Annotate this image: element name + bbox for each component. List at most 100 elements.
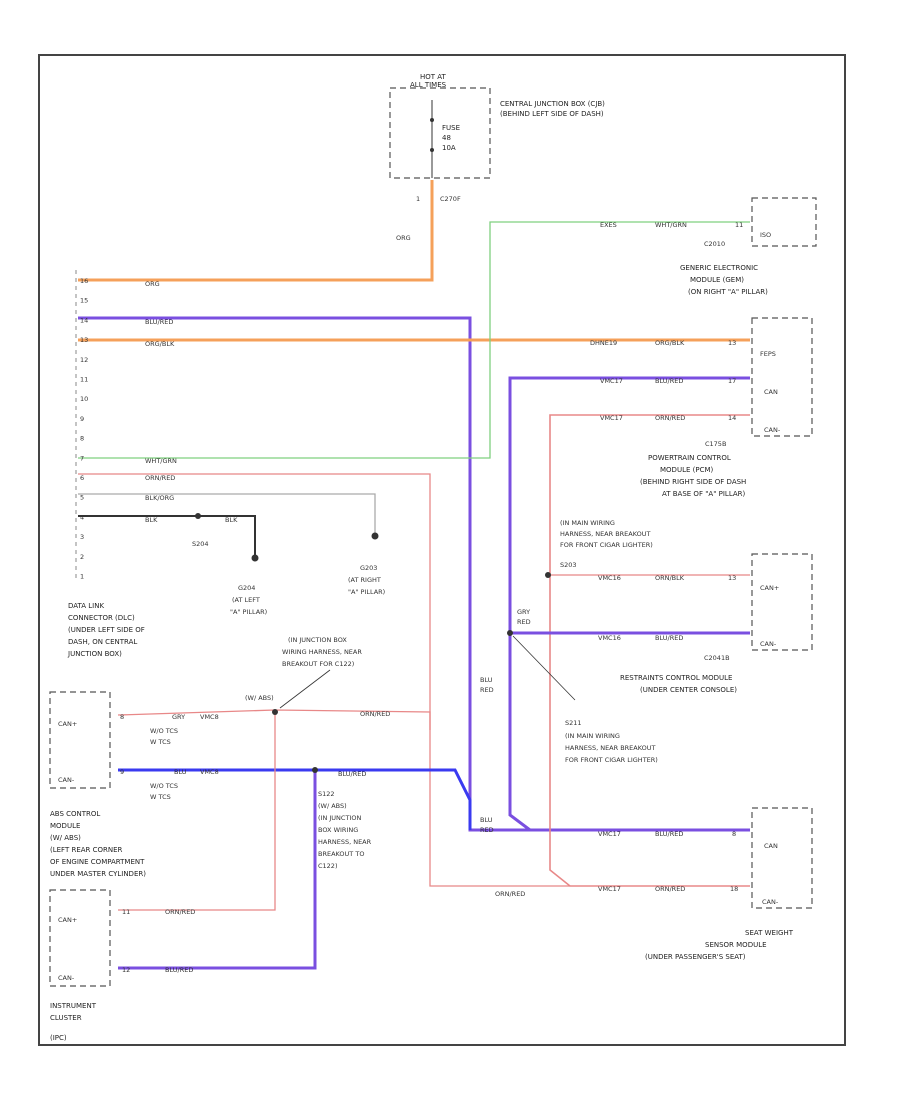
central-junction-box: HOT AT ALL TIMES FUSE 48 10A CENTRAL JUN… bbox=[389, 73, 605, 242]
blu-red-tag-1a: BLU bbox=[480, 676, 493, 684]
abs-desc-6: UNDER MASTER CYLINDER) bbox=[50, 870, 146, 878]
dlc-pin-6: 6 bbox=[80, 474, 84, 482]
gem-circuit: EXES bbox=[600, 221, 617, 229]
abs-splice bbox=[272, 709, 278, 715]
pcm-connector: C175B bbox=[705, 440, 726, 448]
g203-label-2: (AT RIGHT bbox=[348, 576, 381, 584]
wire-gray-blk-org bbox=[78, 493, 376, 534]
dlc-pin-7: 7 bbox=[80, 454, 84, 462]
ic-row1-label: CAN+ bbox=[58, 916, 77, 924]
ic-desc-2: CLUSTER bbox=[50, 1014, 82, 1022]
wire-ic-purple bbox=[118, 770, 317, 970]
s211-label: S211 bbox=[565, 719, 582, 727]
pcm-row2-circuit: VMC17 bbox=[600, 377, 623, 385]
s203-note-3: FOR FRONT CIGAR LIGHTER) bbox=[560, 541, 653, 549]
s122-label-4: BOX WIRING bbox=[318, 826, 358, 834]
ic-row1-pin: 11 bbox=[122, 908, 130, 916]
cjb-fuse-label-3: 10A bbox=[442, 144, 456, 152]
pcm-desc-3: (BEHIND RIGHT SIDE OF DASH bbox=[640, 478, 746, 486]
cjb-outline bbox=[389, 87, 491, 179]
pcm-desc-2: MODULE (PCM) bbox=[660, 466, 713, 474]
sws-row1-label: CAN bbox=[764, 842, 778, 850]
jb-note-1: (IN JUNCTION BOX bbox=[288, 636, 347, 644]
dlc-pin-10: 10 bbox=[80, 395, 88, 403]
sws-row1-circuit: VMC17 bbox=[598, 830, 621, 838]
dlc-pin-12: 12 bbox=[80, 356, 88, 364]
wire-black-blk bbox=[78, 515, 256, 556]
s203-note-1: (IN MAIN WIRING bbox=[560, 519, 615, 527]
s211-note-3: FOR FRONT CIGAR LIGHTER) bbox=[565, 756, 658, 764]
abs-tcs1-1: W/O TCS bbox=[150, 727, 178, 735]
wire-orange-org bbox=[78, 180, 434, 282]
s122-label-2: (W/ ABS) bbox=[318, 802, 347, 810]
abs-row1-circuit: VMC8 bbox=[200, 713, 219, 721]
s122-splice bbox=[312, 767, 318, 773]
s122-orn-red: ORN/RED bbox=[360, 710, 390, 718]
wire-purple-blu-red-main bbox=[78, 316, 750, 832]
s211-note-1: (IN MAIN WIRING bbox=[565, 732, 620, 740]
abs-desc-5: OF ENGINE COMPARTMENT bbox=[50, 858, 145, 866]
s203-note-2: HARNESS, NEAR BREAKOUT bbox=[560, 530, 651, 538]
dlc-pin-3: 3 bbox=[80, 533, 84, 541]
sws-row2-label: CAN- bbox=[762, 898, 779, 906]
gem-wire: WHT/GRN bbox=[655, 221, 687, 229]
gem-outline bbox=[751, 197, 817, 247]
wire-pink-orn-red-dlc bbox=[78, 473, 570, 887]
cjb-hot-label-1: HOT AT bbox=[420, 73, 447, 81]
rcm-desc-2: (UNDER CENTER CONSOLE) bbox=[640, 686, 737, 694]
rcm-desc-1: RESTRAINTS CONTROL MODULE bbox=[620, 674, 732, 682]
abs-tcs2-1: W/O TCS bbox=[150, 782, 178, 790]
cjb-desc-1: CENTRAL JUNCTION BOX (CJB) bbox=[500, 100, 605, 108]
jb-note-2: WIRING HARNESS, NEAR bbox=[282, 648, 362, 656]
sws-outline bbox=[751, 807, 813, 909]
ic-row1-wire: ORN/RED bbox=[165, 908, 195, 916]
rcm-module: VMC16 ORN/BLK 13 CAN+ VMC16 BLU/RED CAN-… bbox=[598, 553, 813, 694]
sws-row1-wire: BLU/RED bbox=[655, 830, 683, 838]
s122-label-1: S122 bbox=[318, 790, 335, 798]
wire-abs-blue bbox=[118, 768, 472, 830]
g203-ground-icon bbox=[371, 532, 379, 540]
abs-row1-label: CAN+ bbox=[58, 720, 77, 728]
s204-label: S204 bbox=[192, 540, 209, 548]
gem-desc-1: GENERIC ELECTRONIC bbox=[680, 264, 758, 272]
ic-outline bbox=[49, 889, 111, 987]
cjb-connector: C270F bbox=[440, 195, 461, 203]
s211-leader bbox=[512, 635, 576, 701]
dlc-desc-3: (UNDER LEFT SIDE OF bbox=[68, 626, 145, 634]
g203-label-3: "A" PILLAR) bbox=[348, 588, 385, 596]
abs-tag: (W/ ABS) bbox=[245, 694, 274, 702]
rcm-row1-label: CAN+ bbox=[760, 584, 779, 592]
pcm-row1-pin: 13 bbox=[728, 339, 736, 347]
dlc-pin-4: 4 bbox=[80, 513, 84, 521]
pcm-row3-circuit: VMC17 bbox=[600, 414, 623, 422]
dlc-pin-5: 5 bbox=[80, 494, 84, 502]
s122-blu-red: BLU/RED bbox=[338, 770, 366, 778]
ic-row2-label: CAN- bbox=[58, 974, 75, 982]
jb-leader bbox=[279, 669, 331, 709]
pcm-row1-circuit: DHNE19 bbox=[590, 339, 617, 347]
dlc-wire-orn-red: ORN/RED bbox=[145, 474, 175, 482]
cjb-hot-label-2: ALL TIMES bbox=[410, 81, 447, 89]
dlc-pin-9: 9 bbox=[80, 415, 84, 423]
s122-label-5: HARNESS, NEAR bbox=[318, 838, 372, 846]
rcm-row1-wire: ORN/BLK bbox=[655, 574, 685, 582]
dlc-desc-1: DATA LINK bbox=[68, 602, 104, 610]
rcm-row2-circuit: VMC16 bbox=[598, 634, 621, 642]
gem-desc-3: (ON RIGHT "A" PILLAR) bbox=[688, 288, 768, 296]
instrument-cluster: CAN+ 11 ORN/RED CAN- 12 BLU/RED INSTRUME… bbox=[49, 889, 195, 1042]
pcm-row1-wire: ORG/BLK bbox=[655, 339, 685, 347]
dlc-wire-blk-org: BLK/ORG bbox=[145, 494, 174, 502]
gem-desc-2: MODULE (GEM) bbox=[690, 276, 744, 284]
dlc-wire-org: ORG bbox=[145, 280, 160, 288]
pcm-desc-4: AT BASE OF "A" PILLAR) bbox=[662, 490, 746, 498]
g203-label-1: G203 bbox=[360, 564, 377, 572]
abs-row1-pin: 8 bbox=[120, 713, 124, 721]
abs-row2-pin: 9 bbox=[120, 768, 124, 776]
jb-note-3: BREAKOUT FOR C122) bbox=[282, 660, 354, 668]
abs-desc-4: (LEFT REAR CORNER bbox=[50, 846, 123, 854]
wires bbox=[78, 180, 750, 970]
cjb-pin: 1 bbox=[416, 195, 420, 203]
gem-box-label: ISO bbox=[760, 231, 771, 239]
rcm-outline bbox=[751, 553, 813, 651]
